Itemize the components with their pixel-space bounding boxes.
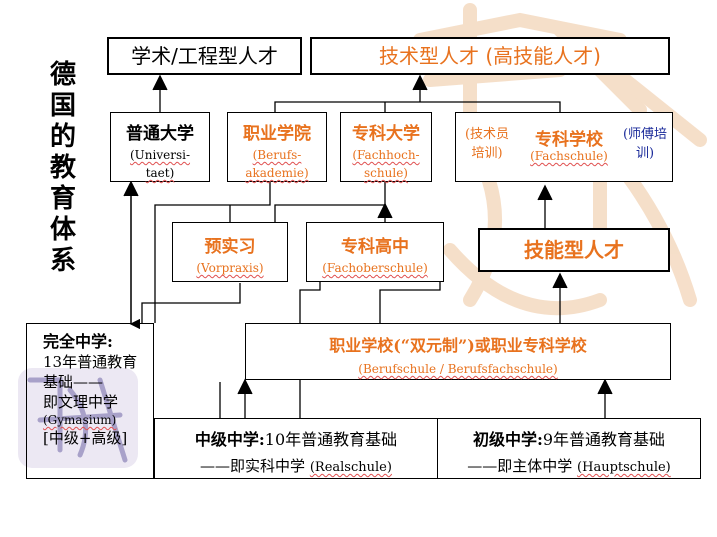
title-char: 系 [49,246,76,276]
vorpraxis-box: 预实习 (Vorpraxis) [172,222,288,282]
technician-training-note: (技术员培训) [464,127,510,161]
realschule-de: (Realschule) [309,460,392,475]
university-de: (Universi-taet) [129,148,191,180]
berufsakademie-box: 职业学院 (Berufs-akademie) [227,112,327,182]
technical-talent-label: 技术型人才 (高技能人才) [379,44,601,68]
vocational-school-box: 职业学校(“双元制”)或职业专科学校 (Berufschule / Berufs… [245,323,671,380]
title-char: 教 [49,153,76,183]
hauptschule-label: 初级中学: [472,430,543,449]
vocational-cn: 职业学校(“双元制”)或职业专科学校 [329,336,587,355]
skilled-talent-box: 技能型人才 [478,228,670,272]
gymnasium-years: 13年普通教育基础—— [43,353,138,391]
gymnasium-label: 完全中学: [43,332,113,351]
fachschule-box: (技术员培训) 专科学校 (Fachschule) (师傅培训) [455,112,673,182]
university-box: 普通大学 (Universi-taet) [110,112,210,182]
berufsakademie-cn: 职业学院 [243,124,311,144]
fachhochschule-de: (Fachhoch-schule) [352,148,420,180]
fachschule-cn: 专科学校 [535,130,603,150]
gymnasium-level: [中级+高级] [43,429,128,447]
hauptschule-box: 初级中学:9年普通教育基础 ——即主体中学 (Hauptschule) [437,418,701,479]
vorpraxis-de: (Vorpraxis) [196,261,264,275]
academic-talent-label: 学术/工程型人才 [131,44,278,68]
title-char: 的 [49,122,76,152]
fachhochschule-cn: 专科大学 [352,124,420,144]
skilled-talent-label: 技能型人才 [524,238,624,262]
master-training-note: (师傅培训) [622,127,668,161]
fachhochschule-box: 专科大学 (Fachhoch-schule) [340,112,432,182]
title-char: 体 [49,215,76,245]
hauptschule-years: 9年普通教育基础 [542,430,666,449]
fachoberschule-cn: 专科高中 [341,237,409,257]
vocational-de: (Berufschule / Berufsfachschule) [358,362,558,376]
title-char: 育 [49,184,76,214]
fachoberschule-box: 专科高中 (Fachoberschule) [306,222,444,282]
title-char: 德 [49,60,76,90]
technical-talent-box: 技术型人才 (高技能人才) [310,37,670,75]
title-char: 国 [49,91,76,121]
gymnasium-de: (Gymasium) [43,413,117,427]
berufsakademie-de: (Berufs-akademie) [245,148,309,180]
hauptschule-de: (Hauptschule) [577,460,671,475]
hauptschule-desc: ——即主体中学 [467,457,573,475]
academic-talent-box: 学术/工程型人才 [107,37,302,75]
gymnasium-desc: 即文理中学 [43,393,119,411]
realschule-desc: ——即实科中学 [200,457,306,475]
realschule-label: 中级中学: [194,430,265,449]
page-title: 德 国 的 教 育 体 系 [48,60,78,277]
fachoberschule-de: (Fachoberschule) [322,261,428,275]
fachschule-de: (Fachschule) [530,149,608,163]
university-cn: 普通大学 [126,124,194,144]
realschule-box: 中级中学:10年普通教育基础 ——即实科中学 (Realschule) [154,418,438,479]
realschule-years: 10年普通教育基础 [264,430,398,449]
gymnasium-box: 完全中学: 13年普通教育基础—— 即文理中学 (Gymasium) [中级+高… [26,323,154,479]
vorpraxis-cn: 预实习 [204,237,256,257]
